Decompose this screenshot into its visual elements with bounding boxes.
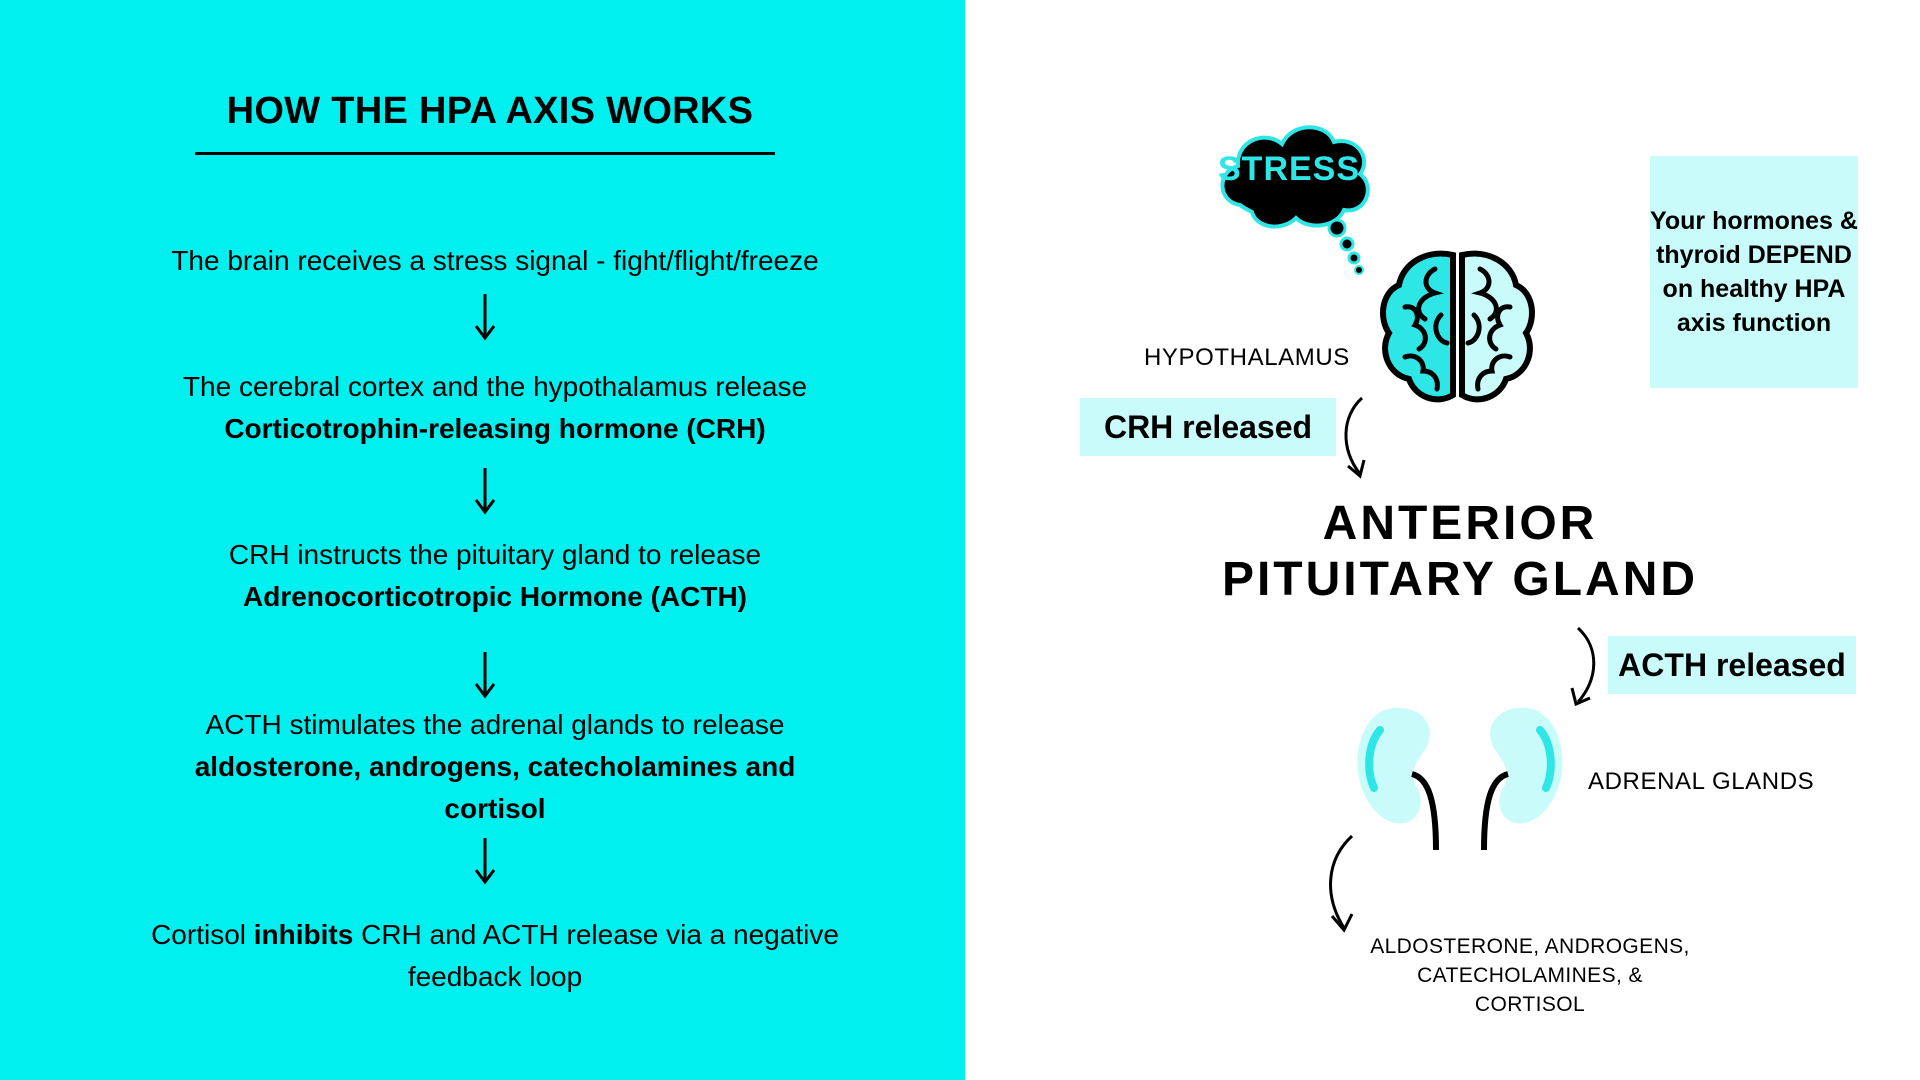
acth-released-text: ACTH released (1618, 646, 1846, 683)
stress-label: STRESS (1218, 150, 1361, 188)
down-arrow-icon (474, 294, 496, 341)
left-panel (0, 0, 965, 1080)
step-bold-text: aldosterone, androgens, catecholamines a… (194, 751, 796, 782)
crh-released-text: CRH released (1103, 408, 1313, 445)
title-underline (195, 152, 775, 155)
step-stress-signal: The brain receives a stress signal - fig… (135, 240, 855, 282)
step-adrenal-release: ACTH stimulates the adrenal glands to re… (135, 704, 855, 830)
curved-arrow-icon (1570, 626, 1596, 707)
step-bold-text: inhibits (253, 919, 354, 950)
step-bold-text: Corticotrophin-releasing hormone (CRH) (224, 413, 766, 444)
step-text: CRH instructs the pituitary gland to rel… (228, 539, 762, 570)
curved-arrow-icon (1344, 396, 1366, 479)
adrenal-gland-icon (1357, 707, 1563, 851)
step-negative-feedback: Cortisol inhibits CRH and ACTH release v… (135, 914, 855, 998)
adrenal-glands-label: ADRENAL GLANDS (1588, 768, 1815, 795)
curved-arrow-icon (1329, 834, 1354, 933)
down-arrow-icon (474, 652, 496, 699)
step-text: CRH and ACTH release via a negative (353, 919, 839, 950)
anterior-line2: PITUITARY GLAND (1221, 553, 1699, 606)
step-bold-text: cortisol (444, 793, 546, 824)
anterior-line1: ANTERIOR (1322, 497, 1598, 550)
step-bold-text: Adrenocorticotropic Hormone (ACTH) (243, 581, 747, 612)
down-arrow-icon (474, 838, 496, 885)
acth-released-badge: ACTH released (1608, 636, 1856, 694)
step-text: Cortisol (151, 919, 254, 950)
anterior-pituitary-title: ANTERIOR PITUITARY GLAND (1180, 496, 1740, 608)
page-title: HOW THE HPA AXIS WORKS (226, 90, 754, 132)
adrenal-outputs-text: ALDOSTERONE, ANDROGENS, CATECHOLAMINES, … (1350, 932, 1710, 1019)
step-text: feedback loop (407, 961, 583, 992)
dependency-text: Your hormones & thyroid DEPEND on health… (1650, 207, 1858, 337)
brain-icon (1380, 250, 1535, 403)
step-text: The brain receives a stress signal - fig… (171, 245, 819, 276)
crh-released-badge: CRH released (1080, 398, 1336, 456)
outputs-line: CORTISOL (1474, 993, 1586, 1016)
hypothalamus-label: HYPOTHALAMUS (1144, 344, 1350, 371)
step-acth-release: CRH instructs the pituitary gland to rel… (135, 534, 855, 618)
outputs-line: CATECHOLAMINES, & (1417, 964, 1643, 987)
down-arrow-icon (474, 468, 496, 515)
outputs-line: ALDOSTERONE, ANDROGENS, (1370, 935, 1690, 958)
thought-cloud-icon (1220, 125, 1370, 275)
dependency-box: Your hormones & thyroid DEPEND on health… (1650, 156, 1858, 388)
step-crh-release: The cerebral cortex and the hypothalamus… (135, 366, 855, 450)
step-text: ACTH stimulates the adrenal glands to re… (205, 709, 785, 740)
step-text: The cerebral cortex and the hypothalamus… (182, 371, 808, 402)
